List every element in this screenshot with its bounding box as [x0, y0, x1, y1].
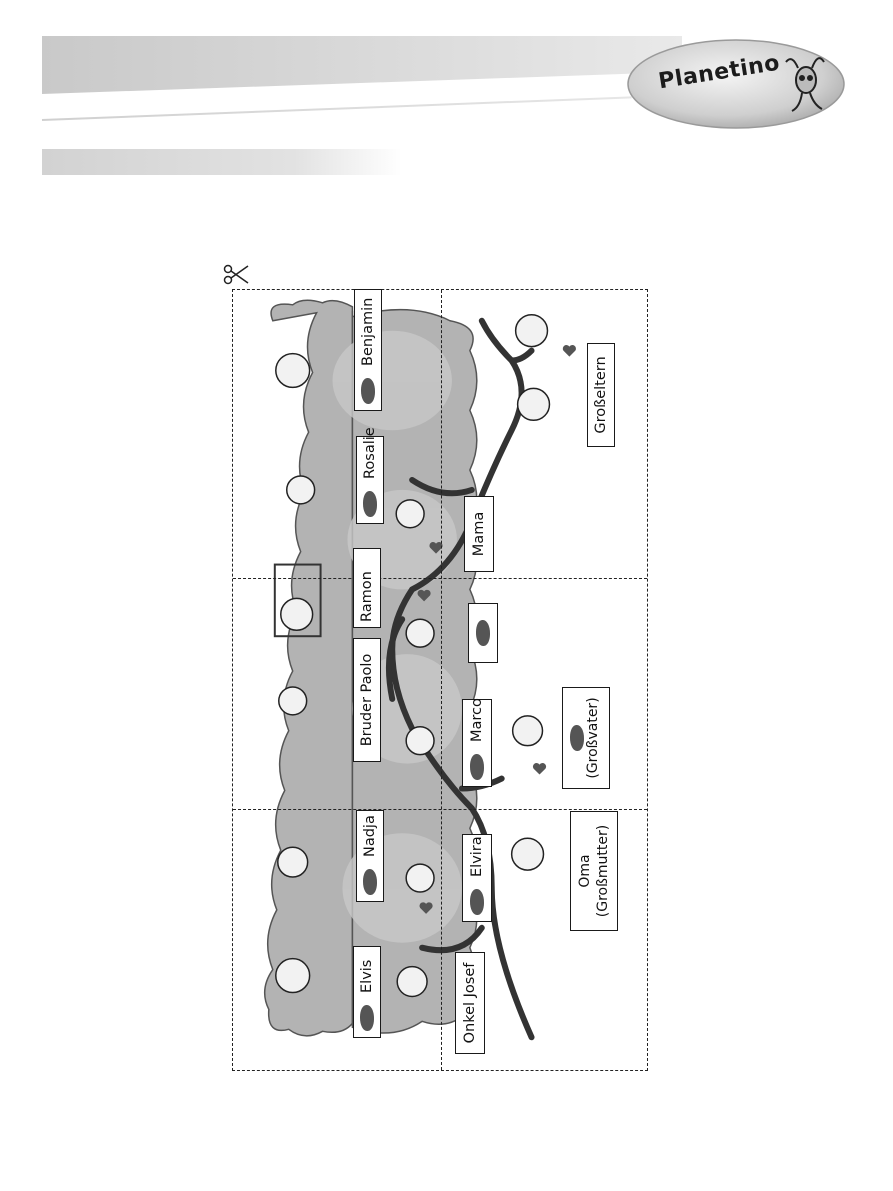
- name-label-elvira[interactable]: Elvira: [462, 834, 492, 922]
- name-label-benjamin[interactable]: Benjamin: [354, 289, 382, 411]
- ink-blob-icon: [470, 889, 484, 915]
- ink-blob-icon: [476, 620, 490, 647]
- header-divider-line: [41, 96, 632, 121]
- name-label-rosalie[interactable]: Rosalie: [356, 427, 384, 524]
- name-label-ramon[interactable]: Ramon: [353, 548, 381, 628]
- name-label-marco[interactable]: Marco: [462, 698, 492, 787]
- name-label-oma[interactable]: Oma (Großmutter): [570, 811, 618, 931]
- planetino-logo: Planetino: [626, 38, 846, 130]
- name-label-grosseltern[interactable]: Großeltern: [587, 343, 615, 447]
- cut-line-horizontal-upper: [233, 578, 647, 579]
- cut-line-vertical: [441, 290, 442, 1070]
- family-tree-cutout-sheet: Benjamin Rosalie Ramon Bruder Paolo Nadj…: [232, 289, 648, 1071]
- ink-blob-icon: [363, 491, 377, 517]
- name-label-onkel-josef[interactable]: Onkel Josef: [455, 952, 485, 1054]
- ink-blob-icon: [361, 378, 375, 404]
- name-label-grossvater[interactable]: (Großvater): [562, 687, 610, 789]
- name-label-mama[interactable]: Mama: [464, 496, 494, 572]
- family-tree-illustration: [263, 299, 576, 1041]
- name-label-bruder-paolo[interactable]: Bruder Paolo: [353, 638, 381, 762]
- section-title-band: [42, 149, 402, 175]
- name-label-nadja[interactable]: Nadja: [356, 810, 384, 902]
- header-band: [42, 36, 682, 94]
- ink-blob-icon: [570, 725, 584, 751]
- planetino-mascot-icon: [785, 57, 825, 112]
- ink-blob-icon: [360, 1005, 374, 1031]
- ink-blob-icon: [470, 754, 484, 780]
- ink-blob-icon: [363, 869, 377, 895]
- name-label-elvis[interactable]: Elvis: [353, 946, 381, 1038]
- name-label-unnamed[interactable]: [468, 603, 498, 663]
- scissors-icon[interactable]: [222, 263, 250, 287]
- cut-line-horizontal-lower: [233, 809, 647, 810]
